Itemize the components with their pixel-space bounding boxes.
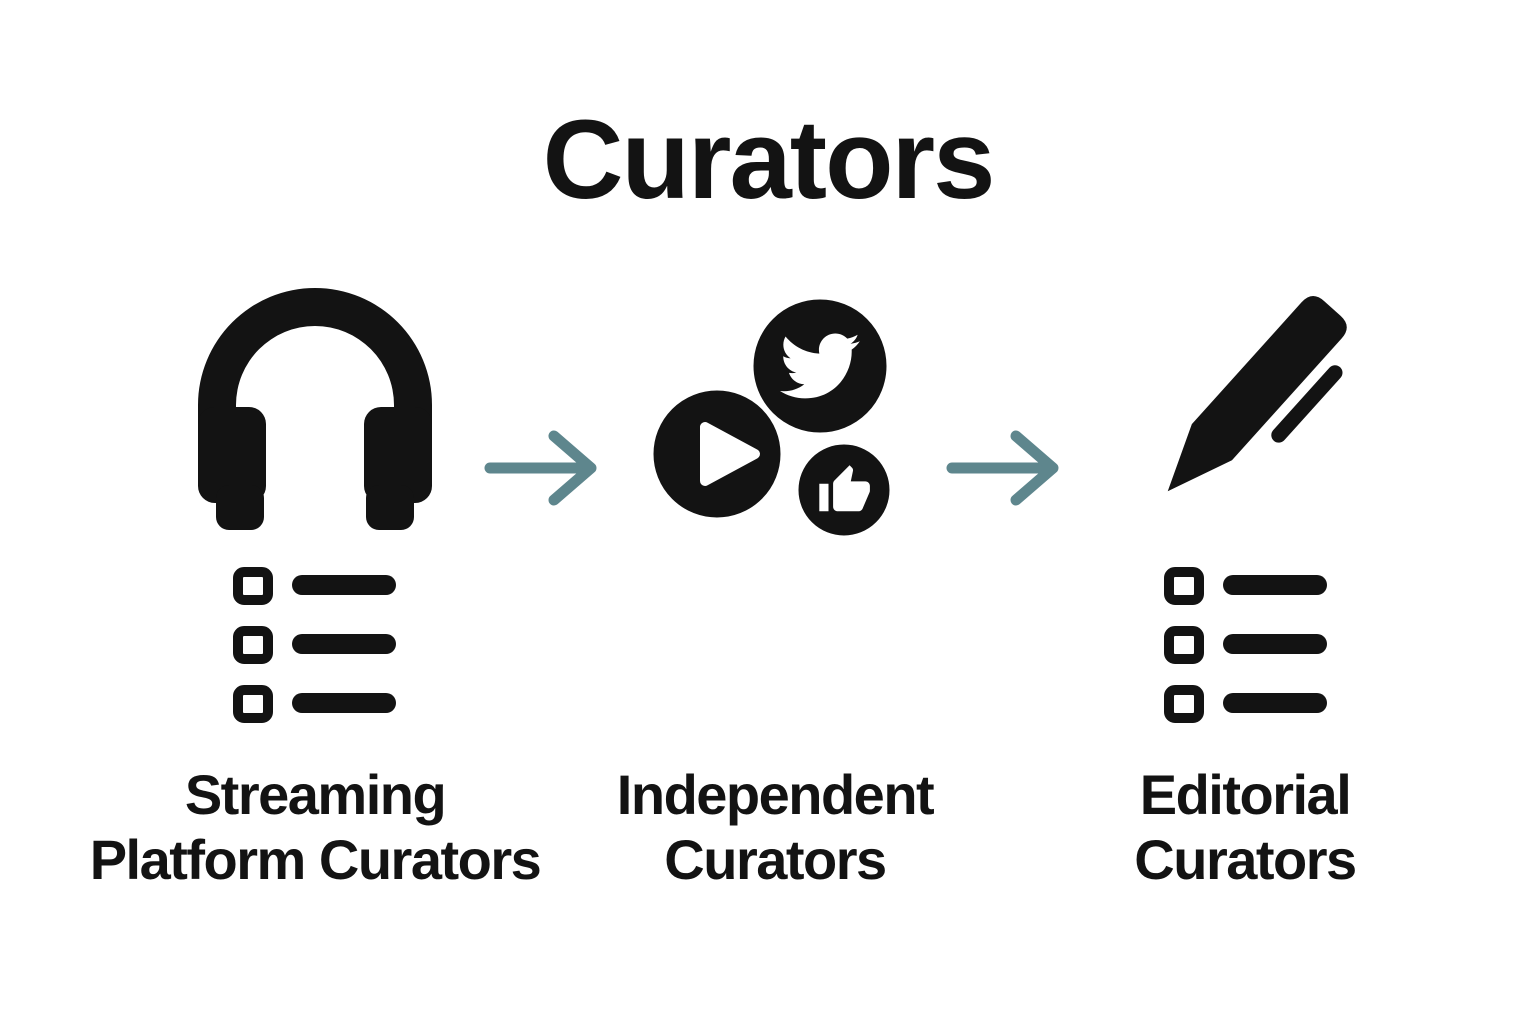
pen-icon xyxy=(1167,296,1347,492)
arrow-left-to-middle xyxy=(483,428,603,513)
twitter-icon xyxy=(748,297,892,438)
editorial-checklist xyxy=(1163,566,1328,724)
label-line: Independent xyxy=(616,763,935,826)
streaming-platform-label: Streaming Platform Curators xyxy=(5,762,625,892)
label-line: Streaming xyxy=(184,763,447,826)
streaming-platform-group-icon xyxy=(195,285,435,530)
arrow-right-icon xyxy=(946,430,1059,506)
checklist-icon xyxy=(1164,567,1327,723)
label-line: Editorial xyxy=(1139,763,1352,826)
checklist-icon xyxy=(233,567,396,723)
editorial-group-icon xyxy=(1122,285,1372,535)
label-line: Curators xyxy=(1134,828,1357,891)
headphones-icon xyxy=(198,288,432,530)
thumbs-up-icon xyxy=(793,439,895,541)
label-line: Platform Curators xyxy=(89,828,542,891)
page-title: Curators xyxy=(542,97,996,222)
social-media-icons xyxy=(651,297,895,541)
arrow-middle-to-right xyxy=(945,428,1065,513)
editorial-label: Editorial Curators xyxy=(935,762,1536,892)
play-icon xyxy=(651,385,786,523)
independent-label: Independent Curators xyxy=(465,762,1085,892)
label-line: Curators xyxy=(664,828,887,891)
independent-group-icon xyxy=(651,297,913,541)
streaming-checklist xyxy=(232,566,397,724)
arrow-right-icon xyxy=(484,430,597,506)
